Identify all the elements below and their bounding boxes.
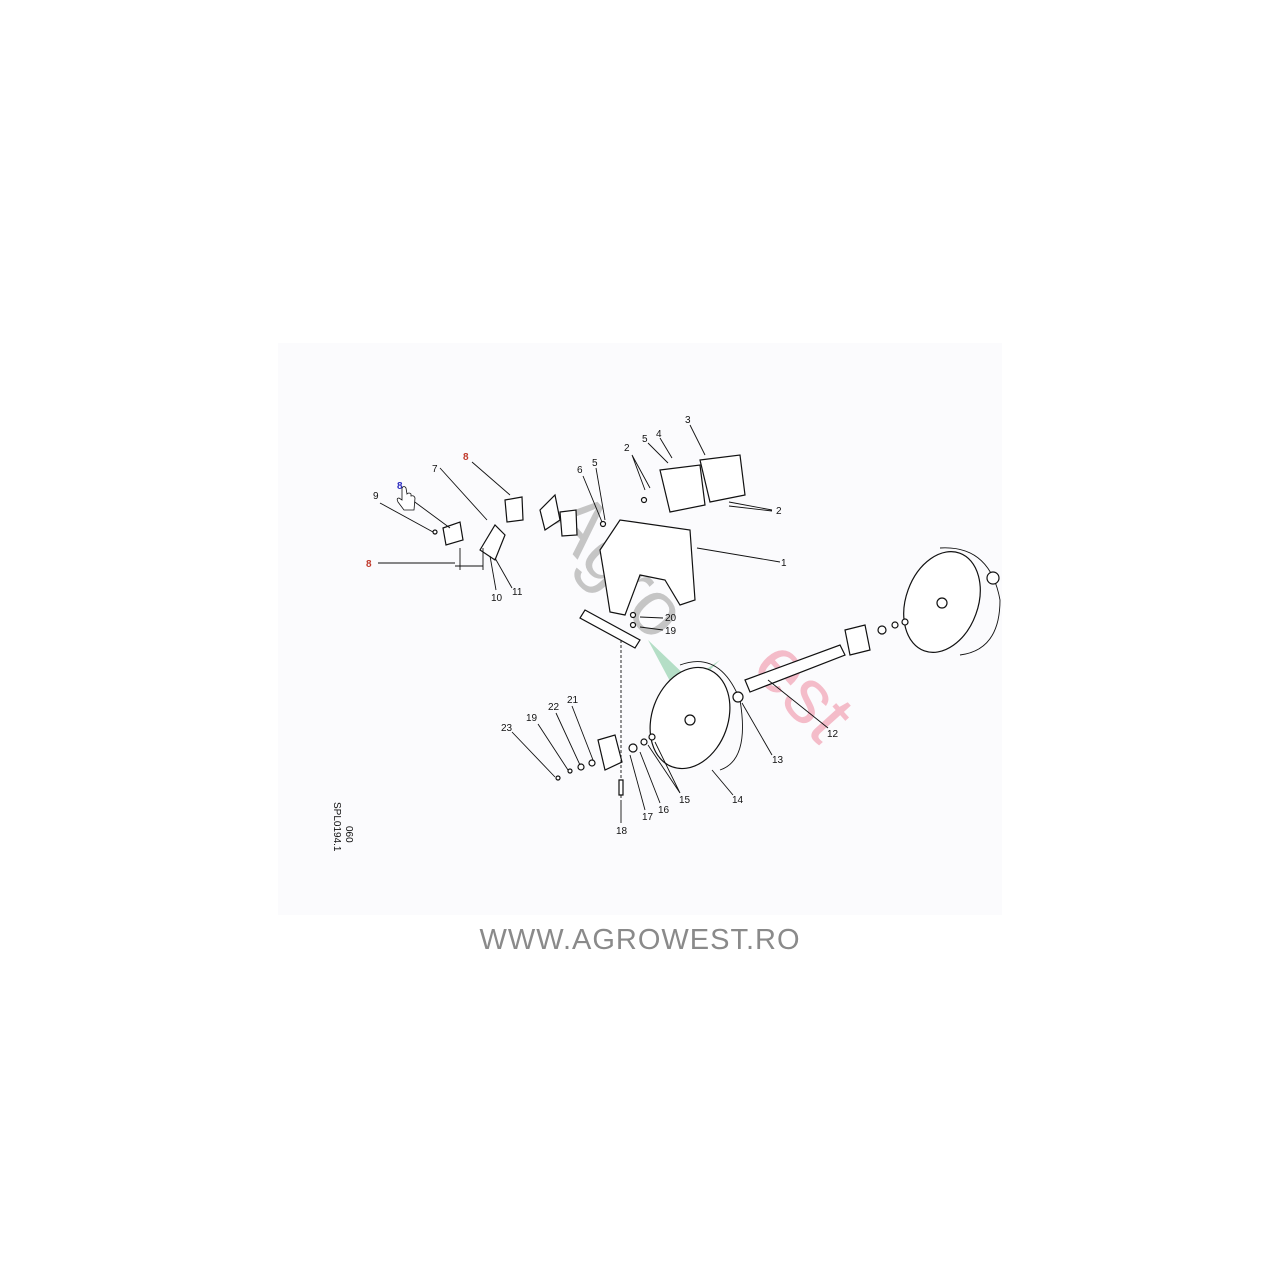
hotspot-8-hovered[interactable]: 8 [397,481,403,492]
label-21: 21 [567,695,579,706]
label-9: 9 [373,491,379,502]
label-20: 20 [665,613,677,624]
label-18: 18 [616,826,628,837]
label-19: 19 [526,713,538,724]
label-17: 17 [642,812,654,823]
label-16: 16 [658,805,670,816]
hand-cursor-icon [396,486,416,511]
drawing-code: SPL0194.1 [331,802,342,852]
label-15: 15 [679,795,691,806]
label-2: 2 [776,506,782,517]
label-1: 1 [781,558,787,569]
label-10: 10 [491,593,503,604]
website-url[interactable]: WWW.AGROWEST.RO [479,924,801,956]
label-11: 11 [512,587,523,598]
label-2: 2 [624,443,630,454]
hotspot-8-left[interactable]: 8 [366,559,372,570]
label-23: 23 [501,723,513,734]
label-12: 12 [827,729,839,740]
main-frame [579,454,746,649]
label-5: 5 [642,434,648,445]
hotspot-8-top[interactable]: 8 [463,452,469,463]
label-14: 14 [732,795,744,806]
label-3: 3 [685,415,691,426]
label-5: 5 [592,458,598,469]
axle-assembly [555,547,1001,800]
label-7: 7 [432,464,438,475]
label-22: 22 [548,702,560,713]
label-6: 6 [577,465,583,476]
label-19: 19 [665,626,677,637]
page-number: 060 [343,826,354,843]
label-4: 4 [656,429,662,440]
label-13: 13 [772,755,784,766]
part-number-labels: 1 2 2 3 4 5 5 6 7 9 10 11 12 13 14 15 16… [373,415,839,837]
left-brackets [432,493,578,570]
